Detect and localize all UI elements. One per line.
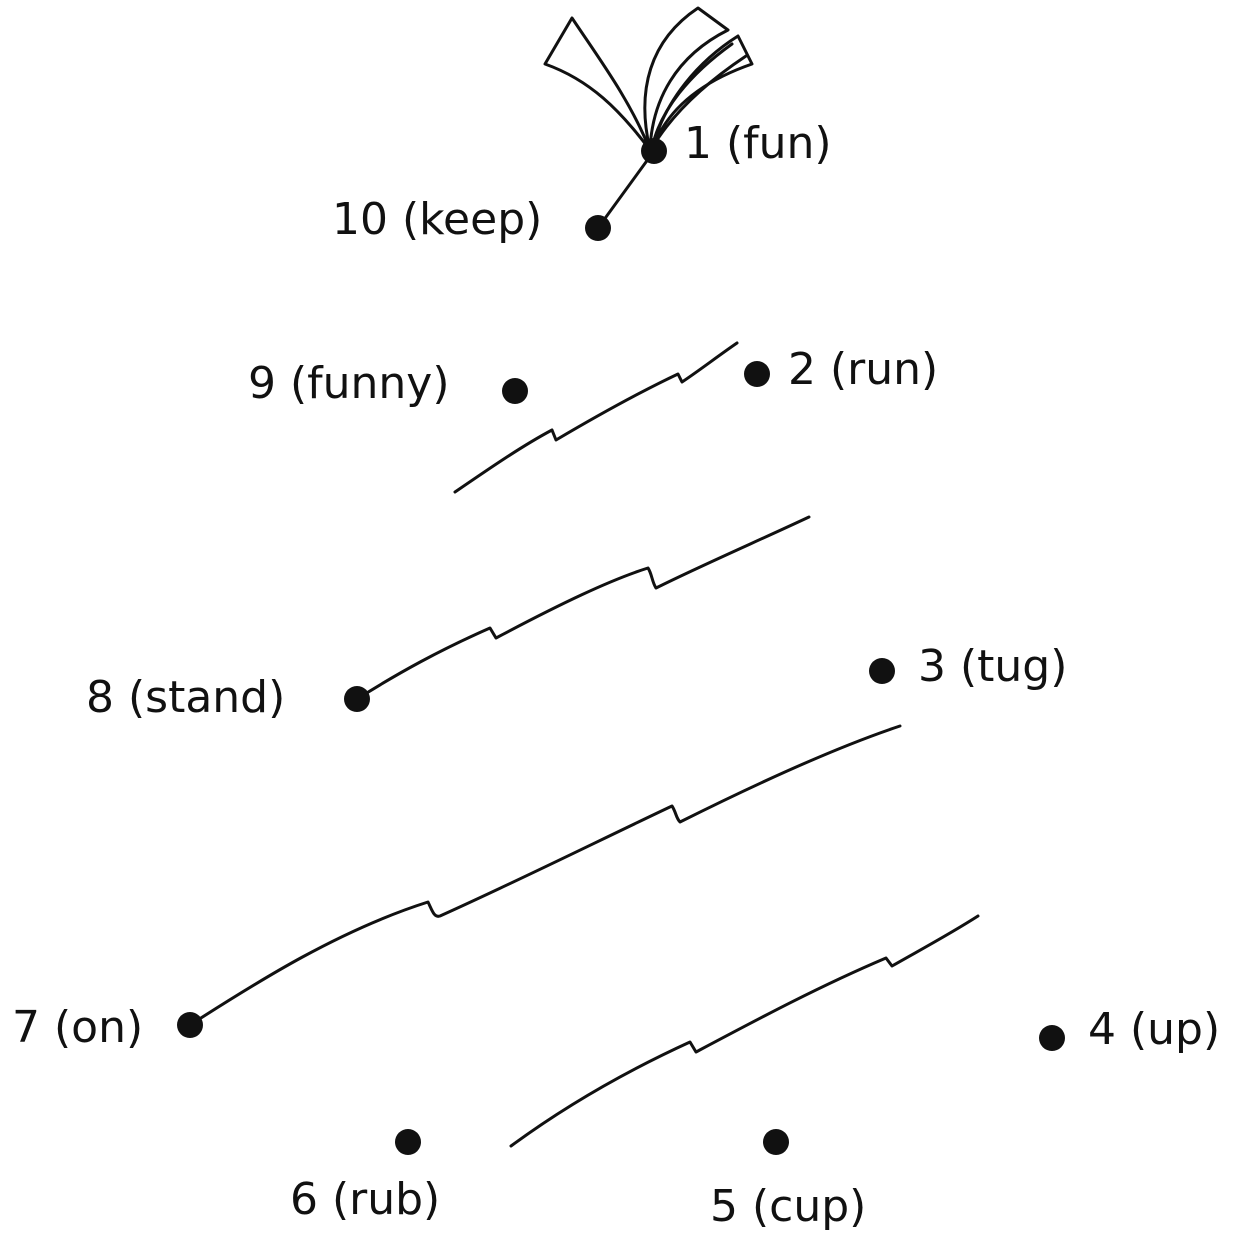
connector-line-10-1	[596, 150, 656, 229]
dot-label-6: 6 (rub)	[290, 1174, 441, 1225]
leaf-left	[543, 16, 652, 152]
dot-label-1: 1 (fun)	[684, 118, 832, 169]
dot-10	[585, 215, 611, 241]
dot-5	[763, 1129, 789, 1155]
dot-3	[869, 658, 895, 684]
dot-label-10: 10 (keep)	[332, 194, 543, 245]
leaf-middle	[643, 6, 730, 152]
dot-label-9: 9 (funny)	[248, 358, 450, 409]
branch-line-1	[453, 341, 739, 494]
dot-label-4: 4 (up)	[1088, 1004, 1221, 1055]
dot-label-7: 7 (on)	[12, 1002, 144, 1053]
dot-8	[344, 686, 370, 712]
dot-label-3: 3 (tug)	[918, 641, 1068, 692]
dot-label-5: 5 (cup)	[710, 1181, 867, 1232]
dot-2	[744, 361, 770, 387]
dot-label-8: 8 (stand)	[86, 672, 286, 723]
leaf-vein-1	[650, 42, 734, 150]
dot-9	[502, 378, 528, 404]
branch-lines	[188, 341, 980, 1148]
dot-label-2: 2 (run)	[788, 344, 939, 395]
leaf-vein-2	[650, 54, 748, 150]
dot-1	[641, 138, 667, 164]
dot-7	[177, 1012, 203, 1038]
leaf-cluster	[543, 6, 754, 152]
branch-line-3	[188, 724, 902, 1027]
branch-line-2	[355, 515, 811, 701]
dot-4	[1039, 1025, 1065, 1051]
branch-line-4	[509, 914, 980, 1148]
dot-6	[395, 1129, 421, 1155]
